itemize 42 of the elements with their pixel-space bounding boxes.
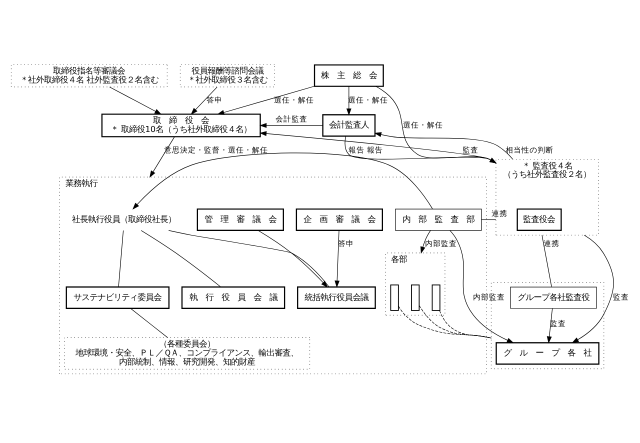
arrow	[258, 230, 328, 288]
node-box: 取 締 役 会 ＊ 取締役10名（うち社外取締役４名）	[101, 114, 261, 138]
connector	[168, 230, 330, 288]
node-bar	[432, 284, 440, 311]
arrow	[109, 86, 162, 115]
arrow	[346, 86, 352, 116]
cluster	[490, 282, 604, 370]
node-box: 企 画 審 議 会	[296, 208, 383, 231]
node-box: （各種委員会） 地球環境・安全、ＰＬ／ＱＡ、コンプライアンス、輸出審査、内部統制、情報、研究開発、知的財産	[64, 337, 310, 370]
node-box: グ ル ー プ 各 社	[496, 342, 600, 365]
node-box: 内 部 監 査 部	[395, 208, 482, 231]
arrow	[132, 152, 433, 210]
arrow	[572, 234, 614, 344]
connector	[542, 234, 552, 288]
arrow	[374, 132, 514, 160]
arrow	[334, 230, 340, 288]
node-box: サステナビリティ委員会	[66, 286, 170, 309]
node-box: グループ各社監査役	[510, 286, 597, 309]
connector	[118, 230, 124, 288]
connector	[130, 308, 168, 338]
node-box: 監査役会	[516, 208, 562, 231]
arrow	[259, 122, 323, 128]
node-box: 役員報酬等諮問会議 ＊社外取締役３名含む	[180, 64, 275, 88]
arrow	[420, 230, 431, 254]
connector	[481, 219, 496, 220]
arrow	[217, 86, 315, 115]
node-box: 管 理 審 議 会	[196, 208, 284, 231]
node-box: 統括執行役員会議	[297, 286, 376, 309]
node-bar	[411, 284, 420, 311]
connector	[140, 230, 222, 288]
arrow	[546, 308, 553, 344]
cluster: 各部	[385, 252, 446, 316]
node-box: 会計監査人	[322, 114, 376, 137]
arrow	[149, 136, 175, 178]
arrow	[450, 230, 514, 344]
connector	[398, 306, 492, 338]
node-text: 社長執行役員（取締役社長）	[72, 214, 176, 224]
node-bar	[390, 284, 399, 311]
node-box: 執 行 役 員 会 議	[181, 286, 286, 309]
node-box: 株 主 総 会	[314, 64, 384, 87]
node-box: 取締役指名等審議会 ＊社外取締役４名 社外監査役２名含む	[10, 64, 168, 88]
arrow	[190, 86, 218, 115]
